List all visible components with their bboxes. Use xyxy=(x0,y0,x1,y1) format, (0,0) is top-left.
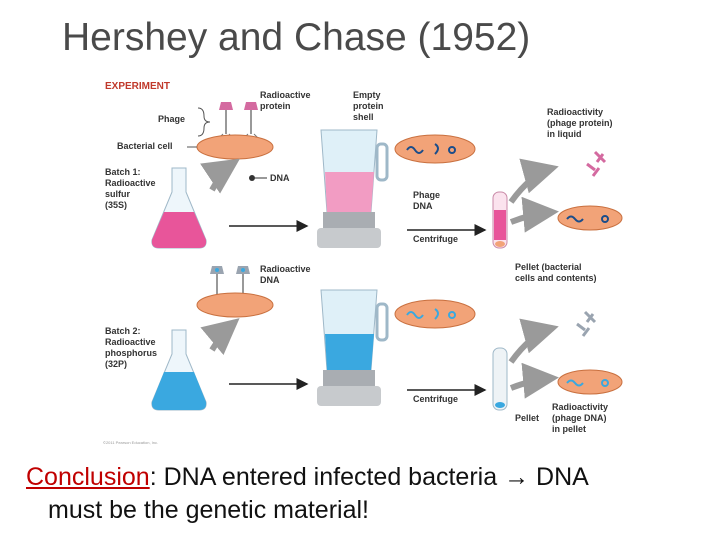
conclusion-text: Conclusion: DNA entered infected bacteri… xyxy=(26,461,706,527)
phage-icon-batch1 xyxy=(216,102,261,141)
label-pellet2: Pellet xyxy=(515,413,539,423)
conclusion-keyword: Conclusion xyxy=(26,463,150,491)
bacterial-cell-icon-2 xyxy=(196,292,274,318)
flask-sulfur-icon xyxy=(151,167,207,249)
label-radioactivity1-2: (phage protein) xyxy=(547,118,613,128)
infected-cell-icon-2 xyxy=(394,299,476,329)
flask-phosphorus-icon xyxy=(151,329,207,411)
conclusion-arrow-icon: → xyxy=(504,463,530,491)
floating-protein-icon xyxy=(586,150,607,177)
blender-sulfur-icon xyxy=(317,129,389,248)
label-radioactive-protein-2: protein xyxy=(260,101,291,111)
conclusion-line2: must be the genetic material! xyxy=(48,496,369,524)
label-bacterial-cell: Bacterial cell xyxy=(117,141,173,151)
label-radioactive-dna-1: Radioactive xyxy=(260,264,311,274)
label-batch1-2: Radioactive xyxy=(105,178,156,188)
label-radioactivity2-3: in pellet xyxy=(552,424,586,434)
conclusion-line1-end: DNA xyxy=(529,463,589,491)
label-batch1-1: Batch 1: xyxy=(105,167,141,177)
centrifuge-tube-phosphorus-icon xyxy=(492,347,508,411)
slide-title: Hershey and Chase (1952) xyxy=(62,16,531,59)
label-batch2-2: Radioactive xyxy=(105,337,156,347)
label-centrifuge-2: Centrifuge xyxy=(413,394,458,404)
label-batch1-4: (35S) xyxy=(105,200,127,210)
experiment-figure: EXPERIMENT Phage Bacterial cell Radioact… xyxy=(95,72,655,452)
label-radioactive-protein-1: Radioactive xyxy=(260,90,311,100)
label-phage: Phage xyxy=(158,114,185,124)
label-dna: DNA xyxy=(270,173,290,183)
copyright-text: ©2011 Pearson Education, Inc. xyxy=(103,440,158,445)
label-pellet1-1: Pellet (bacterial xyxy=(515,262,582,272)
label-batch2-1: Batch 2: xyxy=(105,326,141,336)
label-batch1-3: sulfur xyxy=(105,189,130,199)
floating-protein-icon-2 xyxy=(576,310,597,337)
label-radioactivity1-3: in liquid xyxy=(547,129,582,139)
label-empty-shell-2: protein xyxy=(353,101,384,111)
label-empty-shell-1: Empty xyxy=(353,90,381,100)
label-radioactivity2-2: (phage DNA) xyxy=(552,413,607,423)
phage-icon-batch2 xyxy=(210,266,250,294)
label-radioactive-dna-2: DNA xyxy=(260,275,280,285)
infected-cell-icon xyxy=(394,134,476,164)
conclusion-line1: : DNA entered infected bacteria xyxy=(149,463,498,491)
label-radioactivity2-1: Radioactivity xyxy=(552,402,608,412)
pellet-cell-icon-2 xyxy=(557,369,623,395)
centrifuge-tube-sulfur-icon xyxy=(492,191,508,249)
bacterial-cell-icon xyxy=(196,134,274,160)
label-batch2-4: (32P) xyxy=(105,359,127,369)
label-empty-shell-3: shell xyxy=(353,112,374,122)
label-phage-dna-2: DNA xyxy=(413,201,433,211)
blender-phosphorus-icon xyxy=(317,289,389,406)
label-radioactivity1-1: Radioactivity xyxy=(547,107,603,117)
experiment-heading: EXPERIMENT xyxy=(105,81,170,92)
experiment-diagram: EXPERIMENT Phage Bacterial cell Radioact… xyxy=(103,81,623,445)
label-pellet1-2: cells and contents) xyxy=(515,273,597,283)
label-batch2-3: phosphorus xyxy=(105,348,157,358)
label-centrifuge-1: Centrifuge xyxy=(413,234,458,244)
pellet-cell-icon xyxy=(557,205,623,231)
label-phage-dna-1: Phage xyxy=(413,190,440,200)
